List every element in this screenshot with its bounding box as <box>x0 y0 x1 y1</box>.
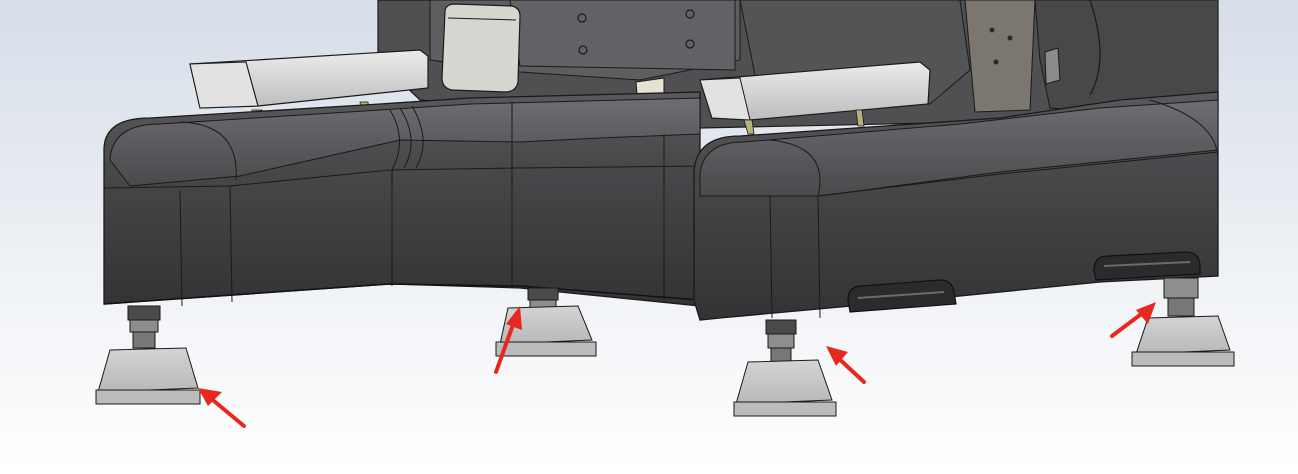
right-body <box>693 91 1219 321</box>
rear-center-foot <box>733 319 837 417</box>
annotation-arrows <box>198 302 1156 428</box>
arrow-rear-right <box>1110 302 1156 338</box>
arrow-rear-center <box>826 346 866 384</box>
arrow-front-left <box>198 388 246 428</box>
right-tray <box>699 61 931 135</box>
front-left-foot <box>95 305 201 405</box>
front-center-foot <box>495 287 597 357</box>
left-body <box>103 91 701 307</box>
rear-right-foot <box>1131 277 1235 367</box>
arrow-front-center <box>494 306 522 374</box>
